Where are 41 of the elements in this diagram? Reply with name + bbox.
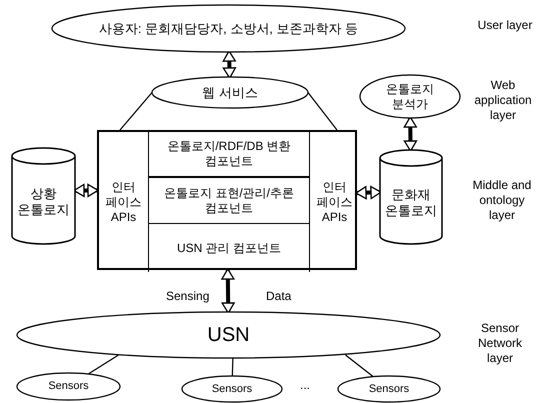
user-ellipse [52, 5, 405, 52]
layer-label: Sensing [166, 289, 210, 304]
network-ellipse [17, 312, 440, 358]
layer-label: Sensor Network layer [476, 321, 523, 366]
sensor-ellipse [182, 376, 282, 402]
double-arrow [222, 50, 236, 79]
layer-label: Data [266, 289, 292, 304]
node-label: 온톨로지/RDF/DB 변환 컴포넌트 [166, 139, 292, 169]
layer-label: ... [300, 378, 310, 393]
node-label: 온톨로지 분석가 [385, 82, 435, 112]
service-ellipse [152, 77, 308, 108]
node-label: 인터 페이스 APIs [316, 180, 354, 224]
double-arrow [73, 184, 99, 198]
middleware-box [97, 130, 357, 270]
database-cylinder [12, 148, 75, 244]
node-label: Sensors [212, 382, 252, 397]
connector-line [308, 92, 338, 130]
node-label: USN [207, 323, 250, 348]
node-label: 웹 서비스 [202, 84, 258, 102]
node-label: 상황 온톨로지 [18, 186, 70, 218]
layer-label: Middle and ontology layer [472, 178, 532, 223]
connector-line [232, 358, 234, 376]
double-arrow [221, 268, 235, 314]
sensor-ellipse [338, 376, 440, 402]
connector-line [120, 92, 152, 130]
node-label: USN 관리 컴포넌트 [176, 240, 281, 257]
connector-line [345, 354, 374, 378]
layer-label: Web application layer [473, 78, 533, 123]
node-label: Sensors [368, 382, 410, 397]
node-label: Sensors [48, 379, 89, 394]
database-cylinder [380, 150, 442, 244]
node-label: 사용자: 문회재담당자, 소방서, 보존과학자 등 [98, 20, 358, 38]
analyst-ellipse [360, 75, 460, 118]
layer-label: User layer [476, 18, 534, 33]
sensor-ellipse [17, 373, 120, 400]
double-arrow [355, 186, 382, 200]
double-arrow [404, 116, 418, 152]
node-label: 온톨로지 표현/관리/추론 컴포넌트 [162, 186, 295, 216]
connector-line [88, 354, 119, 375]
node-label: 인터 페이스 APIs [104, 180, 142, 224]
node-label: 문화재 온톨로지 [385, 186, 437, 220]
